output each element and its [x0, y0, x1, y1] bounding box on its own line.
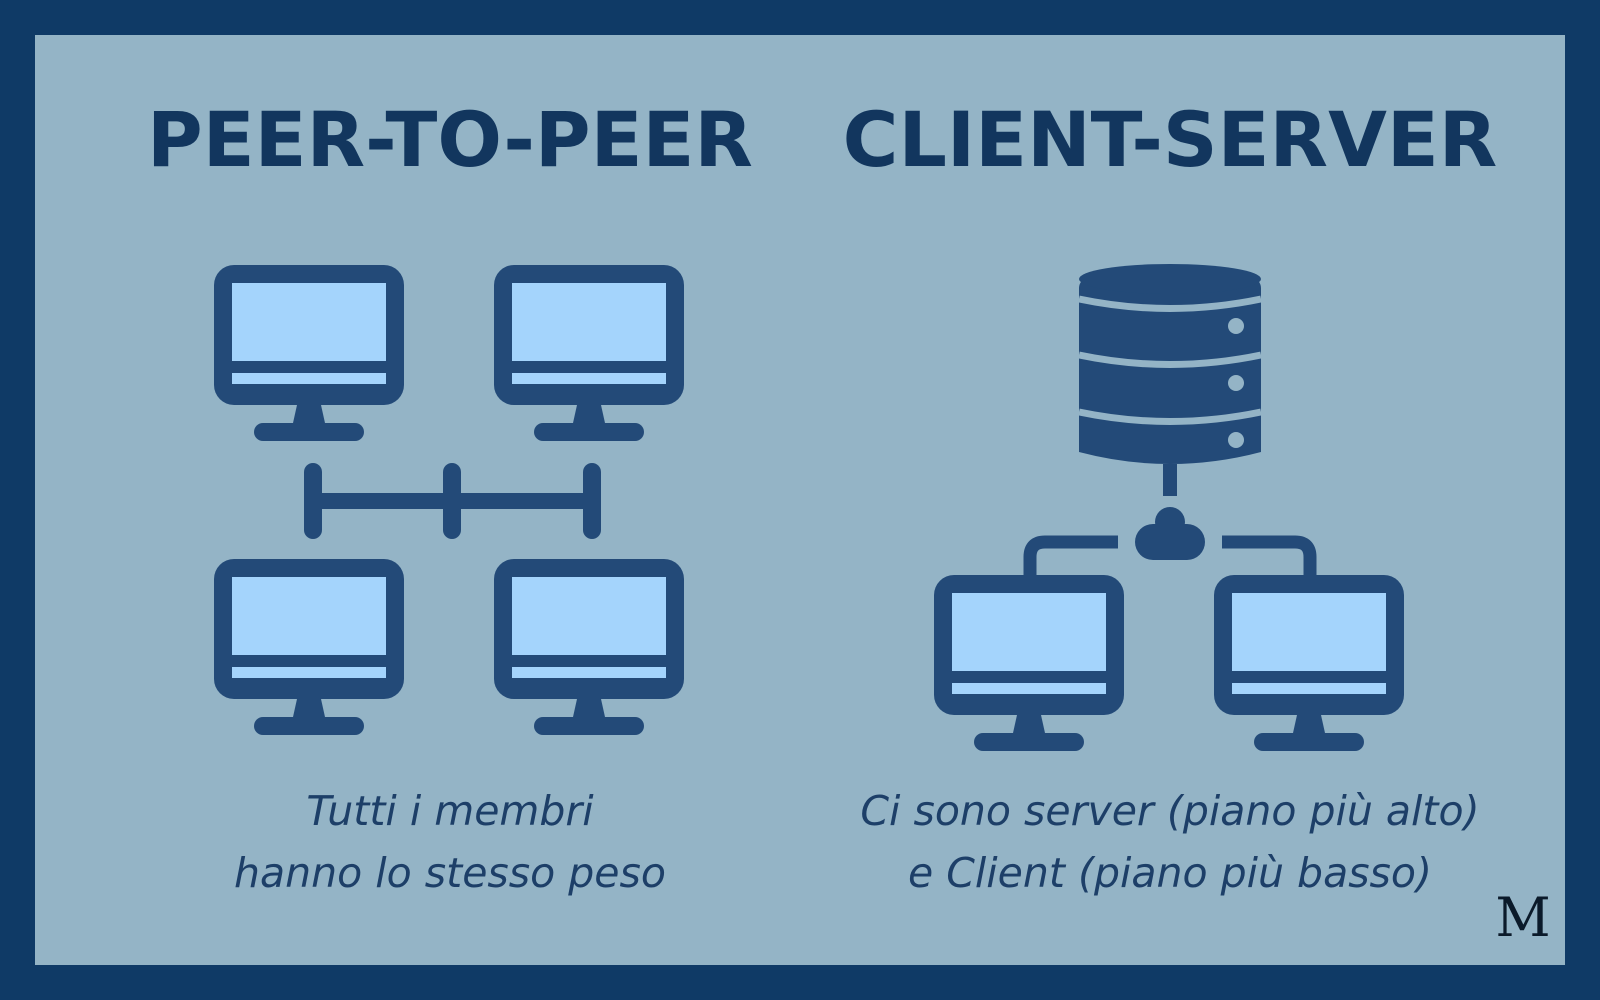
client-server-diagram: [934, 264, 1404, 751]
client-server-caption: Ci sono server (piano più alto) e Client…: [830, 780, 1510, 904]
caption-line: e Client (piano più basso): [907, 849, 1432, 897]
network-link-icon: [304, 463, 601, 539]
peer-to-peer-caption: Tutti i membri hanno lo stesso peso: [150, 780, 750, 904]
monitor-icon: [1214, 575, 1404, 751]
caption-line: hanno lo stesso peso: [234, 849, 666, 897]
caption-line: Ci sono server (piano più alto): [860, 787, 1480, 835]
network-connector-lines: [1023, 535, 1317, 576]
monitor-icon: [214, 559, 404, 735]
cloud-hub-icon: [1135, 507, 1205, 560]
peer-to-peer-title: PEER-TO-PEER: [147, 95, 753, 184]
monitor-icon: [494, 559, 684, 735]
monitor-icon: [494, 265, 684, 441]
infographic-panel: [35, 35, 1565, 965]
monitor-icon: [934, 575, 1124, 751]
database-server-icon: [1078, 264, 1262, 464]
brand-logo: M: [1495, 886, 1551, 949]
monitor-icon: [214, 265, 404, 441]
peer-to-peer-diagram: [214, 265, 684, 735]
caption-line: Tutti i membri: [306, 787, 594, 835]
client-server-title: CLIENT-SERVER: [842, 95, 1498, 184]
